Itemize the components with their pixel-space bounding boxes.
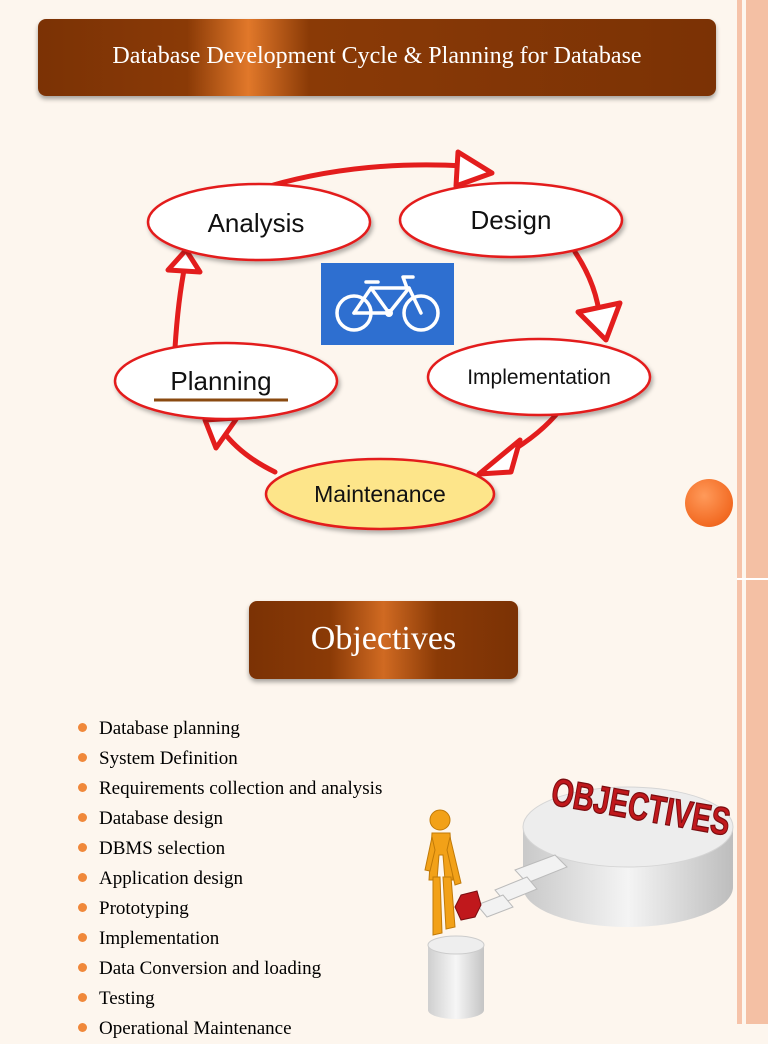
list-item: Data Conversion and loading bbox=[78, 954, 382, 984]
list-item: Prototyping bbox=[78, 894, 382, 924]
decor-stripe bbox=[737, 0, 742, 1024]
arrow-maintenance-to-planning bbox=[219, 427, 278, 475]
decor-stripe-wide bbox=[746, 0, 768, 1024]
objectives-banner: Objectives bbox=[249, 601, 518, 679]
list-item: Database design bbox=[78, 804, 382, 834]
node-analysis bbox=[146, 182, 372, 262]
arrow-planning-to-analysis bbox=[172, 262, 188, 351]
node-label-implementation: Implementation bbox=[467, 366, 611, 389]
arrowhead-implementation bbox=[575, 300, 623, 343]
list-item: System Definition bbox=[78, 744, 382, 774]
list-item: Database planning bbox=[78, 714, 382, 744]
node-implementation bbox=[426, 337, 652, 417]
arrowhead-maintenance bbox=[476, 437, 523, 477]
list-item: Application design bbox=[78, 864, 382, 894]
decor-stripe-break bbox=[737, 578, 768, 580]
objectives-list: Database planning System Definition Requ… bbox=[78, 714, 382, 1044]
list-item: Operational Maintenance bbox=[78, 1014, 382, 1044]
node-label-planning: Planning bbox=[170, 366, 271, 396]
page-title: Database Development Cycle & Planning fo… bbox=[112, 43, 642, 69]
development-cycle-diagram: Analysis Design Implementation Maintenan… bbox=[113, 149, 652, 531]
arrowhead-design bbox=[453, 149, 495, 189]
arrow-analysis-to-design bbox=[267, 162, 468, 189]
list-item: Implementation bbox=[78, 924, 382, 954]
node-maintenance bbox=[264, 457, 496, 531]
node-label-analysis: Analysis bbox=[208, 208, 305, 238]
node-design bbox=[398, 181, 624, 259]
objectives-heading: Objectives bbox=[310, 620, 457, 657]
bicycle-icon bbox=[321, 263, 454, 345]
page-title-banner: Database Development Cycle & Planning fo… bbox=[38, 19, 716, 96]
person-on-puzzle-bridge-icon: OBJECTIVES bbox=[424, 770, 734, 1019]
arrowhead-analysis bbox=[165, 247, 203, 275]
list-item: Requirements collection and analysis bbox=[78, 774, 382, 804]
node-label-maintenance: Maintenance bbox=[314, 481, 446, 507]
list-item: DBMS selection bbox=[78, 834, 382, 864]
decor-orange-dot bbox=[685, 479, 733, 527]
list-item: Testing bbox=[78, 984, 382, 1014]
node-label-design: Design bbox=[471, 205, 552, 235]
